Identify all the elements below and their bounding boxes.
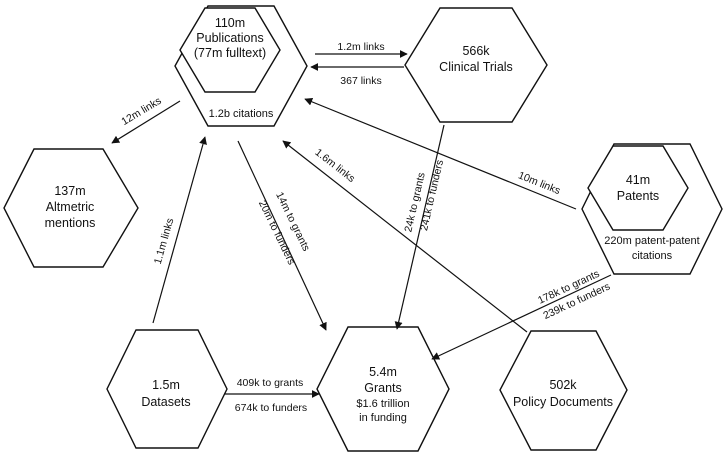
altmetric-hexagon	[3, 148, 139, 268]
policy-documents-hexagon	[499, 330, 628, 451]
arrow-publications-to-altmetric	[111, 100, 181, 144]
grants-funding-label: $1.6 trillion	[356, 398, 409, 410]
publications-citations-label: 1.2b citations	[209, 108, 274, 120]
clinical-trials-label: Clinical Trials	[439, 60, 513, 74]
patents-inner-hexagon	[587, 145, 689, 231]
arrow-patents-to-grants	[431, 274, 612, 360]
arrow-policy-to-publications	[282, 140, 528, 333]
grants-hexagon	[316, 326, 450, 452]
patents-label: Patents	[617, 189, 659, 203]
edge-label-datasets-to-grants-b: 674k to funders	[235, 402, 307, 414]
edge-label-ct-to-pub: 367 links	[340, 75, 381, 87]
arrow-clinical-trials-to-grants	[394, 124, 445, 330]
arrow-patents-to-publications	[304, 98, 577, 210]
arrow-datasets-to-publications	[152, 136, 207, 324]
policy-documents-label: Policy Documents	[513, 395, 613, 409]
patents-citations-label: 220m patent-patent	[604, 235, 699, 247]
clinical-trials-hexagon	[404, 7, 548, 123]
edge-label-policy-to-pub: 1.6m links	[313, 146, 358, 185]
arrow-publications-to-grants	[237, 140, 327, 331]
grants-label: Grants	[364, 381, 402, 395]
policy-documents-count: 502k	[549, 378, 577, 392]
publications-fulltext-hexagon	[179, 7, 281, 93]
datasets-hexagon	[106, 329, 228, 449]
altmetric-mentions-label: mentions	[45, 216, 96, 230]
edge-label-pub-to-altmetric: 12m links	[119, 95, 163, 128]
patents-citations-label-2: citations	[632, 250, 673, 262]
patents-count: 41m	[626, 173, 650, 187]
edge-label-patents-to-pub: 10m links	[516, 169, 562, 197]
altmetric-count: 137m	[54, 184, 85, 198]
publications-fulltext-label: (77m fulltext)	[194, 46, 266, 60]
grants-count: 5.4m	[369, 365, 397, 379]
edge-label-datasets-to-pub: 1.1m links	[152, 217, 177, 266]
datasets-label: Datasets	[141, 395, 190, 409]
publications-label: Publications	[196, 31, 263, 45]
altmetric-label: Altmetric	[46, 200, 95, 214]
grants-funding-label-2: in funding	[359, 412, 407, 424]
datasets-count: 1.5m	[152, 378, 180, 392]
clinical-trials-count: 566k	[462, 44, 490, 58]
edge-label-datasets-to-grants-a: 409k to grants	[237, 377, 304, 389]
edge-label-pub-to-ct: 1.2m links	[337, 41, 384, 53]
publications-count: 110m	[215, 16, 245, 30]
